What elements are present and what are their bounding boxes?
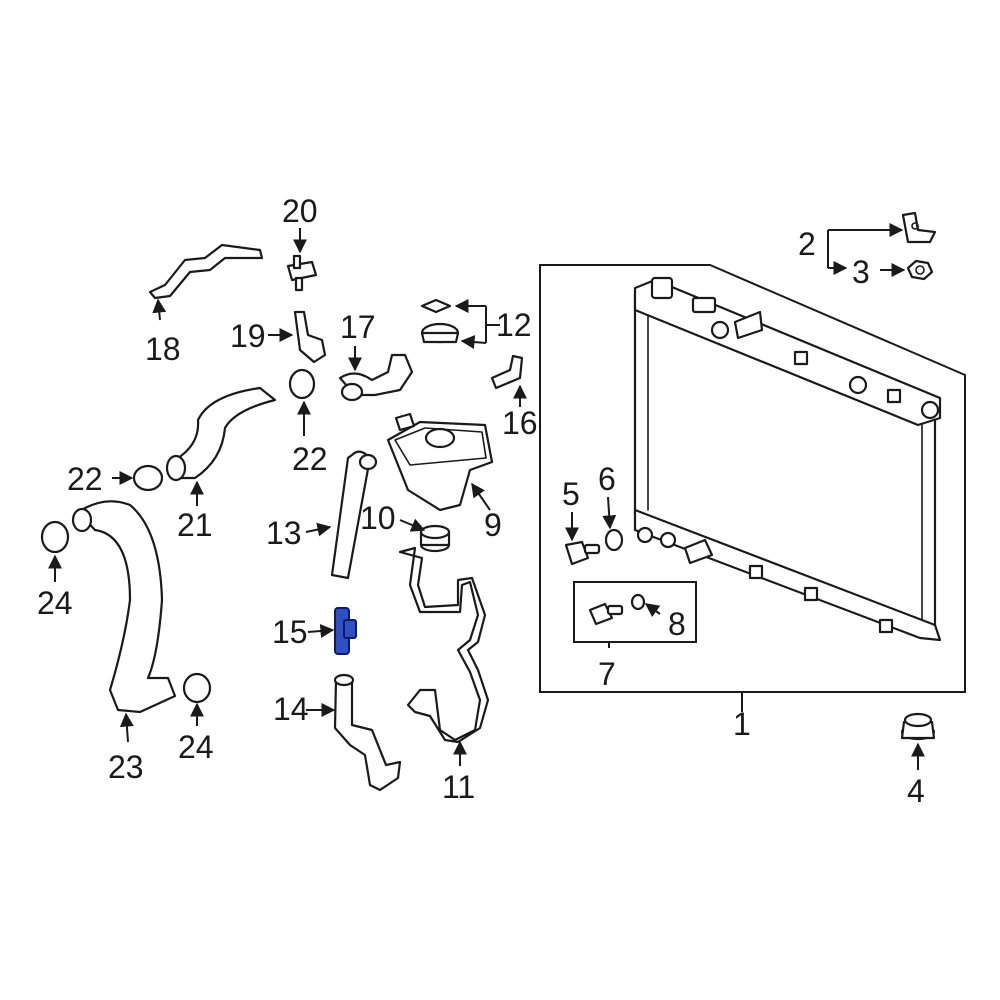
callout-7[interactable]: 7 bbox=[598, 656, 616, 692]
water-pipe-part bbox=[333, 678, 402, 792]
hose-clamp-part-upper bbox=[288, 368, 316, 400]
callout-22-upper[interactable]: 22 bbox=[292, 441, 328, 477]
callout-10[interactable]: 10 bbox=[360, 500, 396, 536]
callout-4[interactable]: 4 bbox=[907, 773, 925, 809]
reservoir-bracket-part bbox=[398, 546, 490, 744]
highlighted-hose-connector bbox=[334, 607, 357, 655]
callout-3[interactable]: 3 bbox=[852, 254, 870, 290]
hose-clamp-part-lower-right bbox=[182, 672, 212, 704]
callout-9[interactable]: 9 bbox=[484, 507, 502, 543]
sensor-kit-box bbox=[573, 581, 697, 643]
callout-12[interactable]: 12 bbox=[496, 307, 532, 343]
callout-24-right[interactable]: 24 bbox=[178, 729, 214, 765]
drain-plug-part bbox=[564, 540, 601, 566]
sensor-o-ring-part bbox=[630, 593, 646, 611]
callout-15[interactable]: 15 bbox=[272, 614, 308, 650]
callout-24-left[interactable]: 24 bbox=[37, 585, 73, 621]
callout-8[interactable]: 8 bbox=[668, 606, 686, 642]
radiator-group-box bbox=[539, 264, 966, 693]
callout-17[interactable]: 17 bbox=[340, 309, 376, 345]
radiator-upper-hose-part bbox=[173, 386, 277, 480]
hose-clamp-part-lower-left bbox=[40, 520, 70, 554]
vent-hose-part bbox=[293, 310, 327, 364]
callout-23[interactable]: 23 bbox=[108, 749, 144, 785]
upper-hose-part bbox=[148, 243, 264, 300]
callout-21[interactable]: 21 bbox=[177, 507, 213, 543]
callout-19[interactable]: 19 bbox=[230, 318, 266, 354]
callout-5[interactable]: 5 bbox=[562, 476, 580, 512]
callout-20[interactable]: 20 bbox=[282, 193, 318, 229]
callout-6[interactable]: 6 bbox=[598, 461, 616, 497]
reservoir-cap-part bbox=[420, 298, 460, 344]
callout-2[interactable]: 2 bbox=[798, 226, 816, 262]
callout-13[interactable]: 13 bbox=[266, 515, 302, 551]
callout-22-left[interactable]: 22 bbox=[67, 461, 103, 497]
grommet-part bbox=[900, 712, 936, 741]
nut-part bbox=[906, 259, 934, 281]
callout-16[interactable]: 16 bbox=[502, 405, 538, 441]
callout-labels: 1 2 3 4 5 6 7 8 9 10 11 12 13 14 15 16 1… bbox=[37, 193, 925, 809]
callout-14[interactable]: 14 bbox=[273, 691, 309, 727]
bracket-part bbox=[901, 211, 937, 244]
hose-clamp-part-left bbox=[132, 464, 164, 492]
o-ring-part bbox=[604, 528, 624, 552]
cap-seal-part bbox=[419, 524, 451, 553]
callout-1[interactable]: 1 bbox=[733, 706, 751, 742]
small-hose-part bbox=[490, 354, 524, 390]
temp-sensor-part bbox=[588, 602, 624, 626]
hose-joint-part bbox=[286, 254, 318, 292]
leader-lines bbox=[48, 223, 925, 770]
overflow-hose-part bbox=[330, 450, 372, 580]
reservoir-tank-part bbox=[386, 412, 494, 512]
callout-18[interactable]: 18 bbox=[145, 331, 181, 367]
radiator-lower-hose-part bbox=[76, 500, 177, 714]
radiator-assembly bbox=[539, 264, 966, 693]
callout-11[interactable]: 11 bbox=[442, 769, 475, 805]
